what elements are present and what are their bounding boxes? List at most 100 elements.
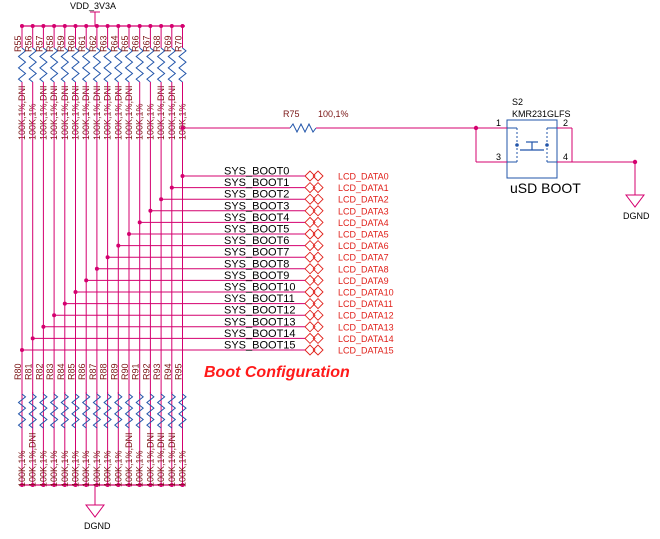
offsheet-connector [304, 193, 316, 205]
bottom-resistor-value: 100K,1% [178, 450, 188, 487]
bottom-resistor-symbol [156, 393, 166, 429]
top-resistor-symbol [39, 47, 48, 83]
net-junction [20, 348, 24, 352]
top-resistor-refdes: R60 [67, 35, 77, 52]
top-resistor-symbol [81, 47, 91, 83]
lcd-data-net-label: LCD_DATA2 [338, 195, 389, 205]
bottom-resistor-value: 100K,1% [49, 450, 59, 487]
bottom-rail-junction [41, 483, 46, 487]
bottom-resistor-symbol [167, 393, 177, 429]
top-resistor-refdes: R63 [99, 35, 109, 52]
bottom-rail-junction [94, 483, 99, 487]
net-junction [94, 266, 99, 271]
switch-label: uSD BOOT [510, 180, 581, 196]
bottom-resistor-value: 100K,1% [17, 450, 27, 487]
bottom-resistor-value: 100K,1% [103, 450, 113, 487]
bottom-resistor-symbol [39, 393, 48, 429]
dgnd-bottom-label: DGND [84, 521, 111, 531]
net-junction [41, 324, 46, 329]
bottom-rail-junction [52, 483, 57, 487]
top-resistor-refdes: R66 [131, 35, 141, 52]
bottom-resistor-value: 100K,1% [113, 450, 123, 487]
top-resistor-symbol [28, 47, 37, 83]
lcd-data-net-label: LCD_DATA0 [338, 172, 389, 182]
top-resistor-refdes: R57 [34, 35, 44, 52]
bottom-rail-junction [148, 483, 153, 487]
net-junction [116, 243, 121, 248]
bottom-resistor-symbol [146, 393, 155, 429]
top-resistor-refdes: R55 [13, 35, 23, 52]
bottom-resistor-value: 100K,1%,DNI [167, 432, 177, 487]
lcd-data-net-label: LCD_DATA6 [338, 241, 389, 251]
top-resistor-symbol [71, 47, 80, 83]
net-junction [137, 220, 142, 225]
bottom-rail-junction [20, 483, 24, 487]
lcd-data-net-label: LCD_DATA10 [338, 288, 394, 298]
switch-pin-1: 1 [496, 118, 501, 128]
net-junction [148, 208, 153, 213]
bottom-rail-junction [105, 483, 110, 487]
offsheet-connector [312, 286, 324, 298]
bottom-resistor-symbol [114, 393, 123, 429]
bottom-resistor-refdes: R91 [131, 363, 141, 380]
bottom-resistor-symbol [60, 393, 70, 429]
dgnd-bottom-symbol: DGND [84, 485, 111, 531]
bottom-resistor-symbol [124, 393, 134, 429]
net-junction [180, 174, 185, 178]
top-resistor-refdes: R61 [77, 35, 87, 52]
net-junction [159, 197, 164, 202]
sys-boot-net-label: SYS_BOOT7 [224, 247, 289, 259]
switch-pin-2: 2 [563, 118, 568, 128]
top-resistor-symbol [103, 47, 112, 83]
bottom-resistor-symbol [71, 393, 80, 429]
top-resistor-symbol [124, 47, 134, 83]
offsheet-connector [312, 297, 324, 310]
lcd-data-net-label: LCD_DATA7 [338, 253, 389, 263]
offsheet-connector [304, 297, 316, 310]
bottom-resistor-symbol [103, 393, 112, 429]
net-junction [30, 336, 35, 341]
sys-boot-net-label: SYS_BOOT5 [224, 224, 289, 236]
bottom-resistor-refdes: R90 [120, 363, 130, 380]
r75-value: 100,1% [318, 109, 349, 119]
sys-boot-net-label: SYS_BOOT10 [224, 282, 296, 294]
offsheet-connector [304, 274, 316, 287]
sys-boot-net-label: SYS_BOOT6 [224, 235, 289, 247]
offsheet-connector [304, 251, 316, 263]
offsheet-connector [312, 332, 324, 345]
sys-boot-net-label: SYS_BOOT1 [224, 177, 289, 189]
net-junction [127, 232, 131, 236]
vdd-supply: VDD_3V3A [70, 1, 116, 26]
bottom-rail-junction [116, 483, 121, 487]
offsheet-connector [304, 216, 316, 229]
bottom-resistor-value: 100K,1%,DNI [145, 432, 155, 487]
offsheet-connector [312, 216, 324, 229]
bottom-resistor-refdes: R81 [24, 363, 34, 380]
net-junction [84, 278, 89, 283]
top-resistor-symbol [135, 47, 144, 83]
sys-boot-net-label: SYS_BOOT2 [224, 189, 289, 201]
bottom-resistor-value: 100K,1%,DNI [124, 432, 134, 487]
top-resistor-symbol [156, 47, 166, 83]
top-resistor-refdes: R58 [45, 35, 55, 52]
sys-boot-net-label: SYS_BOOT11 [224, 293, 295, 305]
sys-boot-net-label: SYS_BOOT9 [224, 270, 289, 282]
offsheet-connector [312, 263, 324, 275]
offsheet-connector [304, 263, 316, 275]
bottom-resistor-refdes: R80 [13, 363, 23, 380]
bottom-rail-junction [62, 483, 67, 487]
lcd-data-net-label: LCD_DATA13 [338, 322, 394, 332]
sys-boot-net-label: SYS_BOOT4 [224, 212, 289, 224]
switch-part-number: KMR231GLFS [512, 109, 571, 119]
bottom-resistor-refdes: R92 [141, 363, 151, 380]
bottom-rail-junction [73, 483, 78, 487]
top-resistor-refdes: R64 [109, 35, 119, 52]
bottom-resistor-refdes: R83 [45, 363, 55, 380]
bottom-resistor-symbol [178, 393, 187, 429]
bottom-resistor-value: 100K,1% [81, 450, 91, 487]
bottom-resistor-symbol [81, 393, 91, 429]
offsheet-connector [304, 332, 316, 345]
sys-boot-net-label: SYS_BOOT13 [224, 316, 296, 328]
bottom-resistor-symbol [17, 393, 27, 429]
